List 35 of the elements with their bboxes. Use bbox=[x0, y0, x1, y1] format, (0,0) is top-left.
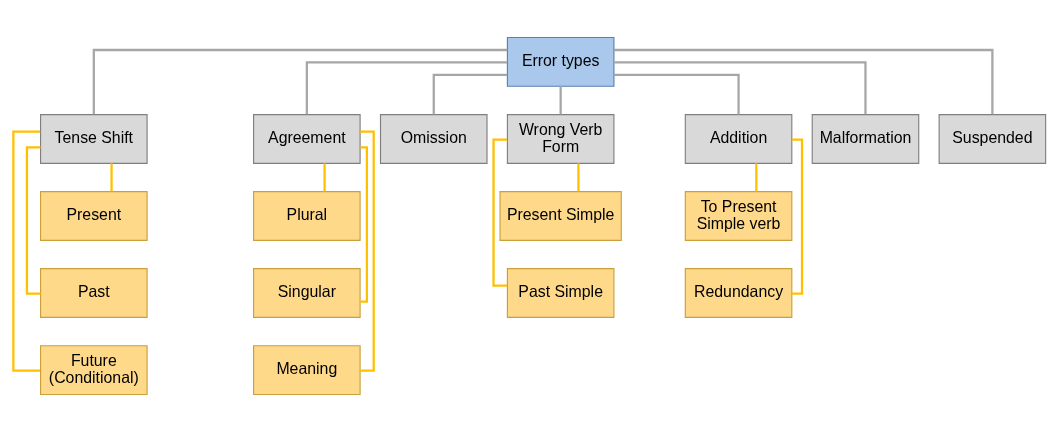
connector bbox=[755, 162, 758, 191]
node-box: Redundancy bbox=[684, 267, 793, 318]
node-box: Addition bbox=[684, 113, 793, 164]
node-box: Singular bbox=[253, 267, 361, 318]
node-box: Future (Conditional) bbox=[40, 344, 148, 395]
node-box: Past Simple bbox=[506, 267, 615, 318]
connector bbox=[559, 85, 562, 114]
connector bbox=[110, 162, 113, 191]
node-box: Present bbox=[40, 190, 148, 241]
connector bbox=[577, 162, 580, 191]
node-box: Agreement bbox=[253, 113, 361, 164]
connector bbox=[25, 145, 41, 295]
connector bbox=[614, 60, 867, 114]
connector bbox=[614, 73, 740, 114]
connector bbox=[360, 129, 375, 372]
connector bbox=[432, 73, 508, 114]
connector bbox=[12, 129, 41, 372]
node-box: Tense Shift bbox=[40, 113, 148, 164]
connector bbox=[492, 137, 508, 287]
connector bbox=[305, 60, 508, 114]
node-box: Malformation bbox=[811, 113, 920, 164]
node-box: Past bbox=[40, 267, 148, 318]
connector bbox=[323, 162, 326, 191]
connector bbox=[791, 137, 804, 295]
node-box: Present Simple bbox=[499, 190, 622, 241]
node-box: Omission bbox=[379, 113, 488, 164]
node-box: Plural bbox=[253, 190, 361, 241]
connector bbox=[614, 48, 994, 114]
node-box: Wrong Verb Form bbox=[506, 113, 615, 164]
node-box: Error types bbox=[506, 36, 615, 87]
node-box: Suspended bbox=[938, 113, 1047, 164]
node-box: To Present Simple verb bbox=[684, 190, 793, 241]
node-box: Meaning bbox=[253, 344, 361, 395]
connector bbox=[360, 145, 369, 303]
connector bbox=[92, 48, 508, 114]
